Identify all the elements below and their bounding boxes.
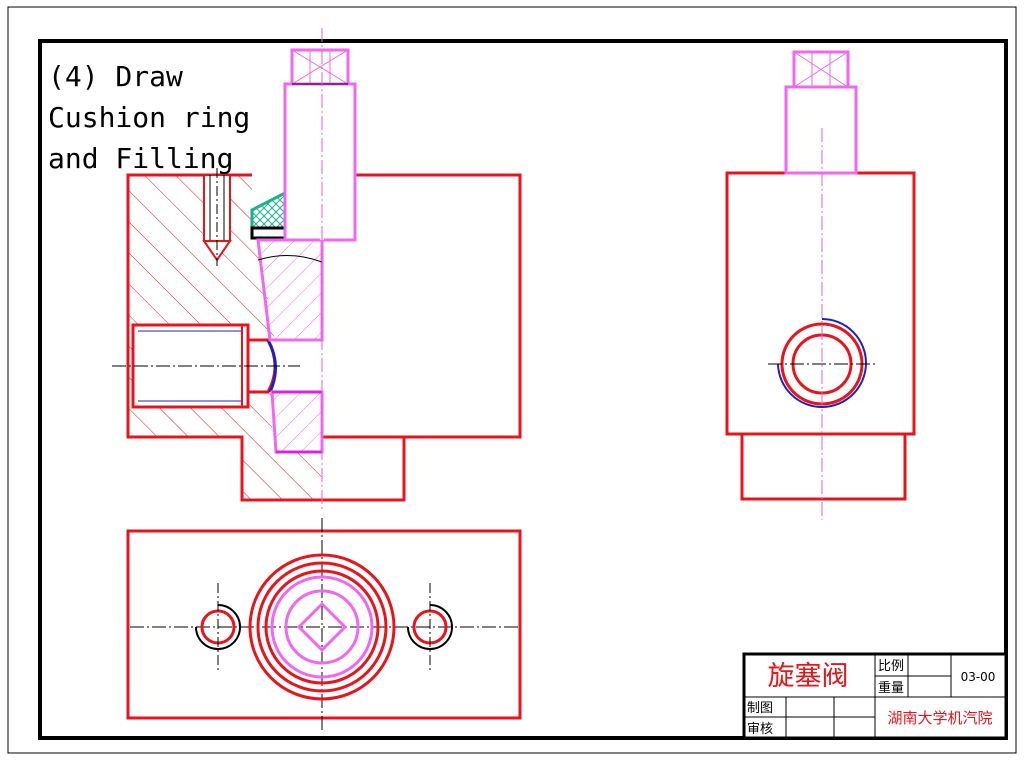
body-outline-left [126, 173, 322, 502]
top-flange-outer [248, 553, 396, 701]
sheet-outer-border [7, 6, 1017, 754]
side-view [725, 50, 916, 520]
side-stem [784, 85, 858, 175]
organization: 湖南大学机汽院 [887, 709, 992, 727]
bolt-hole-icon [195, 604, 241, 650]
part-name: 旋塞阀 [768, 661, 849, 692]
drawn-by-label: 制图 [747, 701, 773, 716]
front-view [112, 28, 522, 510]
square-head-icon [296, 601, 348, 653]
top-plug-outer [270, 575, 374, 679]
checked-by-label: 审核 [747, 722, 773, 737]
step-title: (4) Draw Cushion ring and Filling [48, 60, 251, 175]
side-thread-arc [777, 318, 867, 408]
top-flange-mid [256, 561, 388, 693]
title-block: 旋塞阀 比例 重量 03-00 制图 审核 湖南大学机汽院 [742, 652, 1008, 740]
body-outline-right [322, 173, 522, 502]
side-base [740, 432, 907, 501]
bolt-hole-icon [407, 604, 453, 650]
gasket [250, 226, 290, 240]
body-section-hatch [128, 175, 322, 500]
top-flange-inner [264, 569, 380, 685]
drawing-number: 03-00 [961, 670, 996, 684]
side-body [725, 171, 916, 436]
weight-label: 重量 [878, 680, 904, 696]
top-view [126, 518, 522, 730]
top-plug-inner [284, 589, 360, 665]
cushion-ring [250, 190, 289, 230]
plug-taper-lower [270, 390, 324, 454]
drawing-frame [38, 39, 1008, 740]
scale-label: 比例 [878, 659, 904, 674]
